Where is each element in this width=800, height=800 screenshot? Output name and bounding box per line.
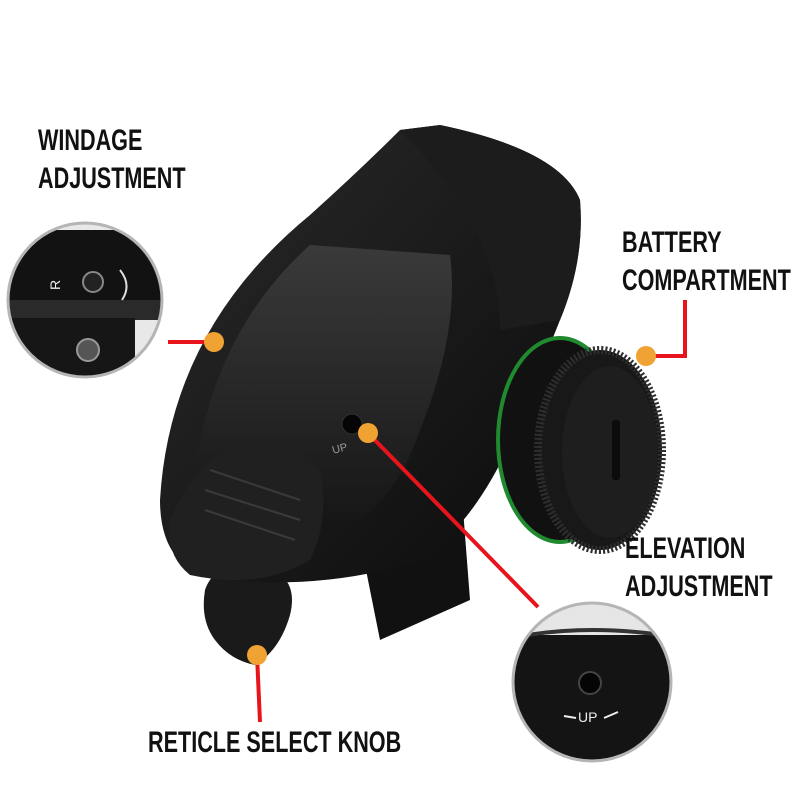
windage-inset: R xyxy=(9,224,161,376)
reticle-knob xyxy=(203,564,292,665)
right-marking: R xyxy=(47,280,63,290)
callout-lines xyxy=(168,300,687,723)
up-marking: UP xyxy=(331,441,349,457)
reticle-label: RETICLE SELECT KNOB xyxy=(148,726,402,759)
up-marking-inset: UP xyxy=(578,709,597,725)
callout-dots xyxy=(204,332,656,665)
elevation-screw xyxy=(341,413,363,435)
elevation-inset: UP xyxy=(514,604,670,760)
windage-pad xyxy=(169,440,324,580)
